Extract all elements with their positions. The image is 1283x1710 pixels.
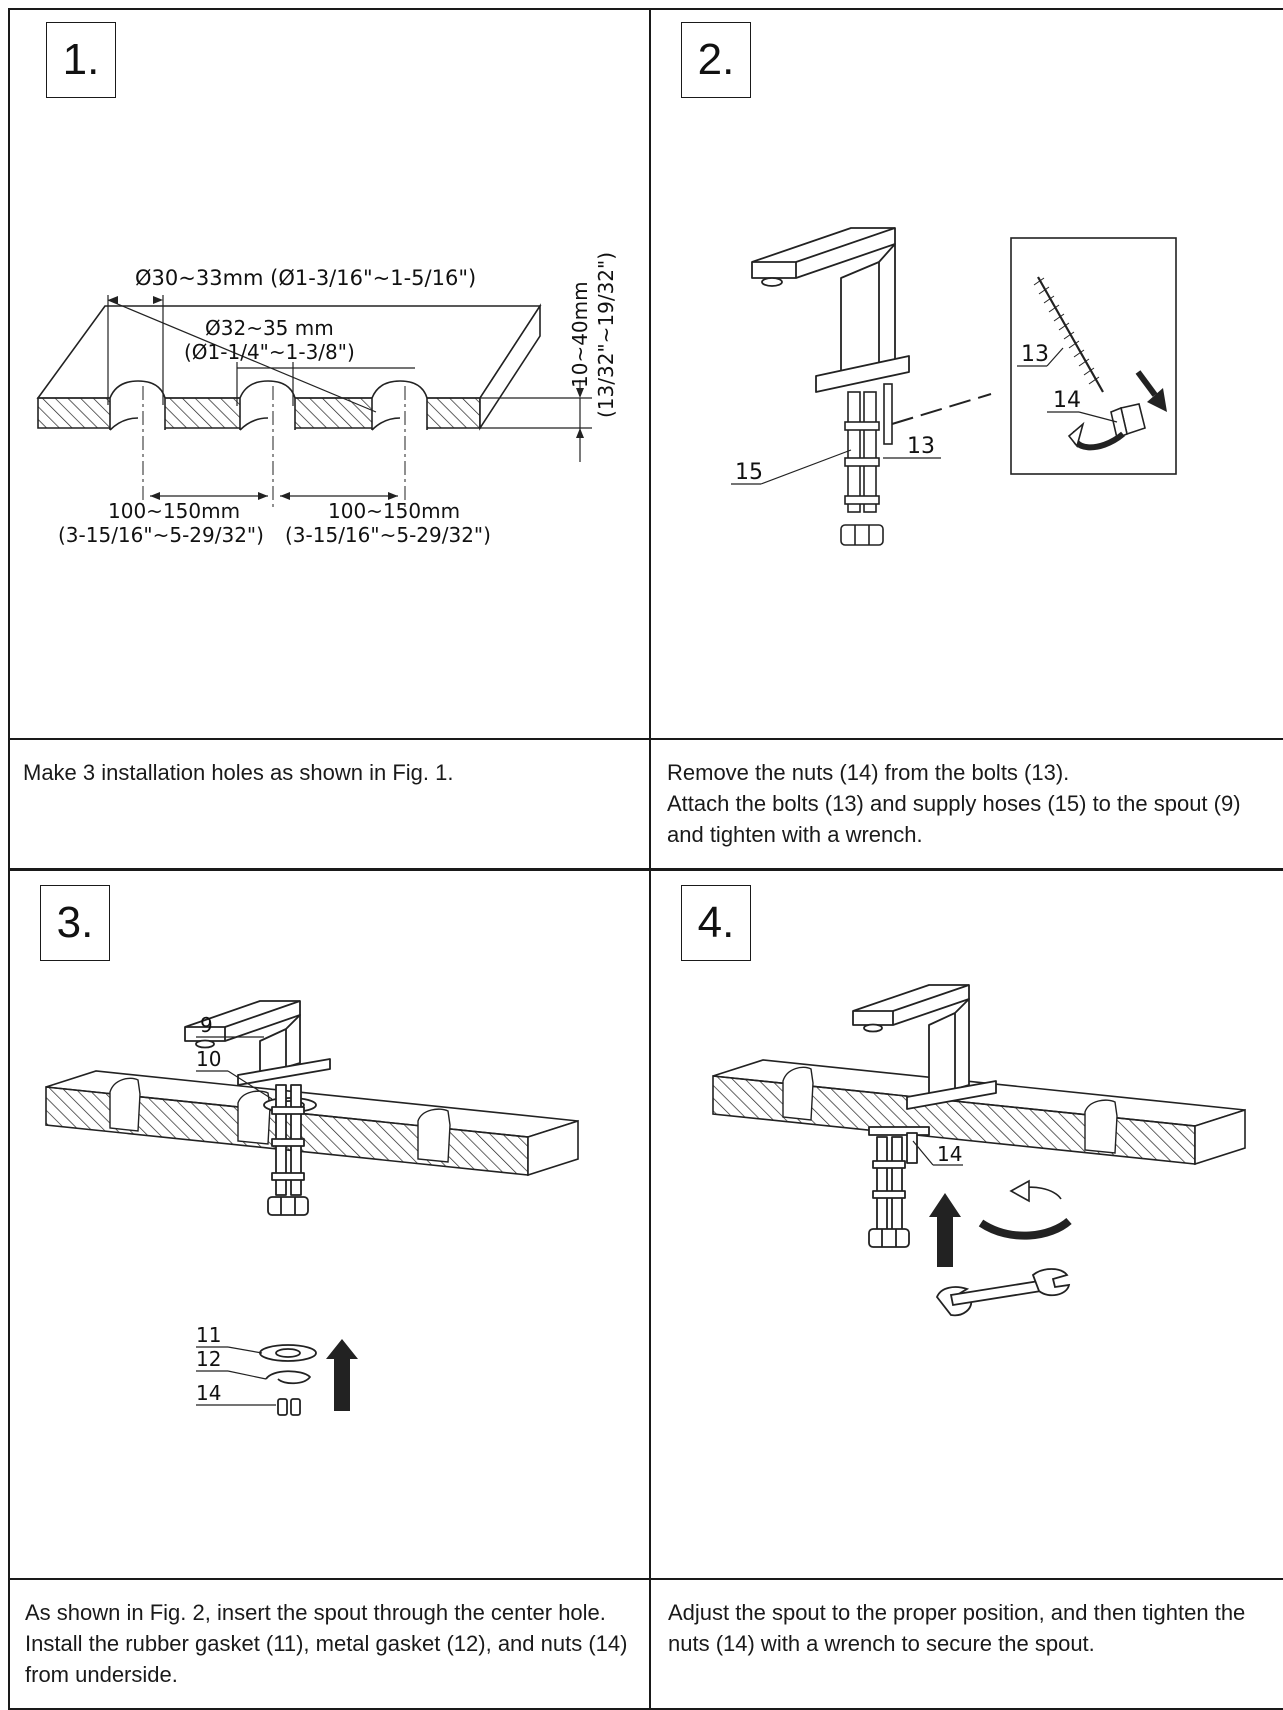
step-4-caption: Adjust the spout to the proper position,… <box>668 1600 1246 1656</box>
label-hose: 15 <box>735 460 763 485</box>
dim-spacing-left-in: (3-15/16"~5-29/32") <box>58 523 264 547</box>
dim-center-hole-mm: Ø32~35 mm <box>205 316 334 340</box>
label-nuts: 14 <box>196 1381 221 1405</box>
label-nut: 14 <box>1053 388 1081 413</box>
step-3-panel: 3. <box>10 871 649 1578</box>
label-metal-gasket: 12 <box>196 1347 221 1371</box>
step-1-panel: 1. <box>10 10 649 738</box>
step-3-number: 3. <box>40 885 110 961</box>
step-2-caption: Remove the nuts (14) from the bolts (13)… <box>667 760 1241 847</box>
step-2-panel: 2. <box>651 10 1283 738</box>
label-spout: 9 <box>200 1013 213 1037</box>
step-2-number: 2. <box>681 22 751 98</box>
label-bolt: 13 <box>1021 342 1049 367</box>
label-o-ring: 10 <box>196 1047 221 1071</box>
step-1-caption: Make 3 installation holes as shown in Fi… <box>23 760 454 785</box>
column-divider <box>649 8 651 1710</box>
step-4-panel: 4. <box>651 871 1283 1578</box>
row-divider <box>8 868 1283 871</box>
wrench-icon <box>935 1268 1071 1317</box>
step-3-caption: As shown in Fig. 2, insert the spout thr… <box>25 1600 628 1687</box>
border-bottom <box>8 1708 1283 1710</box>
step-3-install-diagram: 9 10 11 12 14 <box>45 1000 579 1416</box>
step-1-hole-diagram: Ø30~33mm (Ø1-3/16"~1-5/16") Ø32~35 mm (Ø… <box>36 252 618 547</box>
step-4-tighten-diagram: 14 <box>712 984 1246 1317</box>
dim-thickness-in: (13/32"~19/32") <box>594 252 618 418</box>
dim-spacing-right-in: (3-15/16"~5-29/32") <box>285 523 491 547</box>
dim-thickness-mm: 10~40mm <box>568 281 592 388</box>
label-rubber-gasket: 11 <box>196 1323 221 1347</box>
label-nuts: 14 <box>937 1142 962 1166</box>
step-1-number: 1. <box>46 22 116 98</box>
border-left <box>8 8 10 1710</box>
dim-center-hole-in: (Ø1-1/4"~1-3/8") <box>184 340 355 364</box>
label-bolt-on-spout: 13 <box>907 434 935 459</box>
dim-spacing-right-mm: 100~150mm <box>328 499 460 523</box>
row2-caption-divider <box>8 1578 1283 1580</box>
step-2-spout-diagram: 13 14 15 13 <box>731 227 1177 546</box>
step-4-number: 4. <box>681 885 751 961</box>
dim-spacing-left-mm: 100~150mm <box>108 499 240 523</box>
dim-hole-diameter: Ø30~33mm (Ø1-3/16"~1-5/16") <box>135 266 476 290</box>
border-top <box>8 8 1283 10</box>
row1-caption-divider <box>8 738 1283 740</box>
